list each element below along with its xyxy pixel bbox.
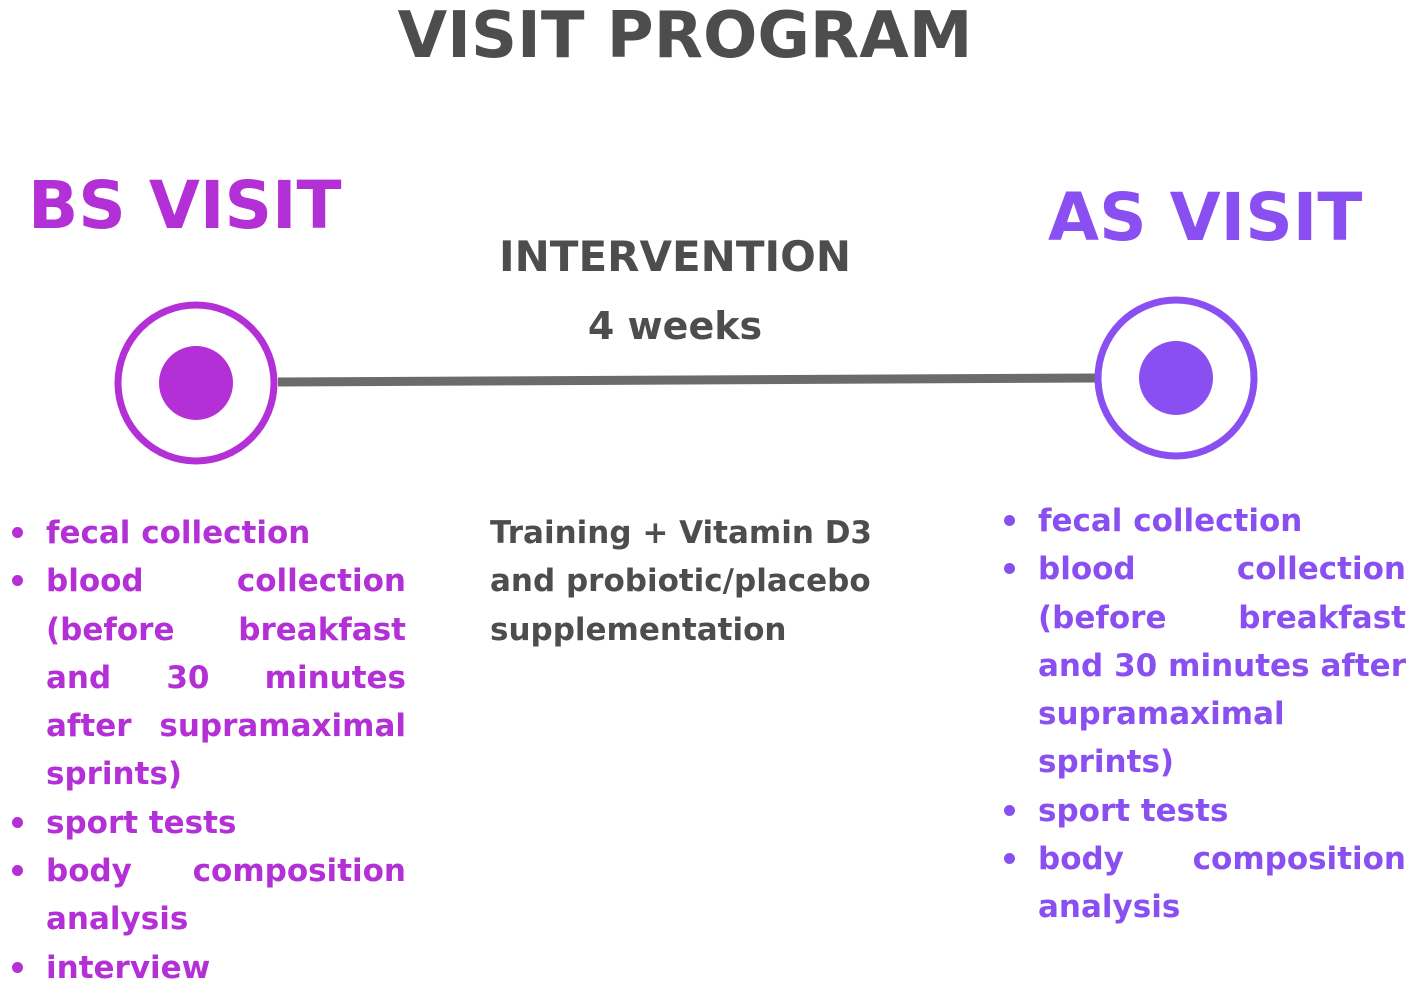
bs-visit-heading: BS VISIT <box>28 167 342 244</box>
intervention-description-line: supplementation <box>490 611 787 648</box>
bs-visit-dot <box>159 346 233 420</box>
list-item: body composition analysis <box>12 847 406 944</box>
list-item: body composition analysis <box>1004 835 1406 932</box>
list-item: fecal collection <box>1004 497 1406 545</box>
as-visit-heading: AS VISIT <box>1048 179 1363 256</box>
intervention-description-line: and probiotic/placebo <box>490 563 871 600</box>
intervention-description-line: Training + Vitamin D3 <box>490 515 872 551</box>
timeline-connector <box>277 373 1097 387</box>
list-item: fecal collection <box>12 509 406 557</box>
list-item: interview <box>12 944 406 992</box>
as-visit-list: fecal collection blood collection (befor… <box>1004 497 1406 932</box>
intervention-duration: 4 weeks <box>587 304 763 348</box>
bs-visit-list: fecal collection blood collection (befor… <box>12 509 406 992</box>
list-item: blood collection (before breakfast and 3… <box>12 557 406 798</box>
intervention-description: Training + Vitamin D3 and probiotic/plac… <box>490 509 883 654</box>
as-visit-dot <box>1139 341 1213 415</box>
list-item: blood collection (before breakfast and 3… <box>1004 545 1406 786</box>
list-item: sport tests <box>1004 787 1406 835</box>
list-item: sport tests <box>12 799 406 847</box>
intervention-label: INTERVENTION <box>499 232 851 281</box>
diagram-title: VISIT PROGRAM <box>397 0 973 73</box>
